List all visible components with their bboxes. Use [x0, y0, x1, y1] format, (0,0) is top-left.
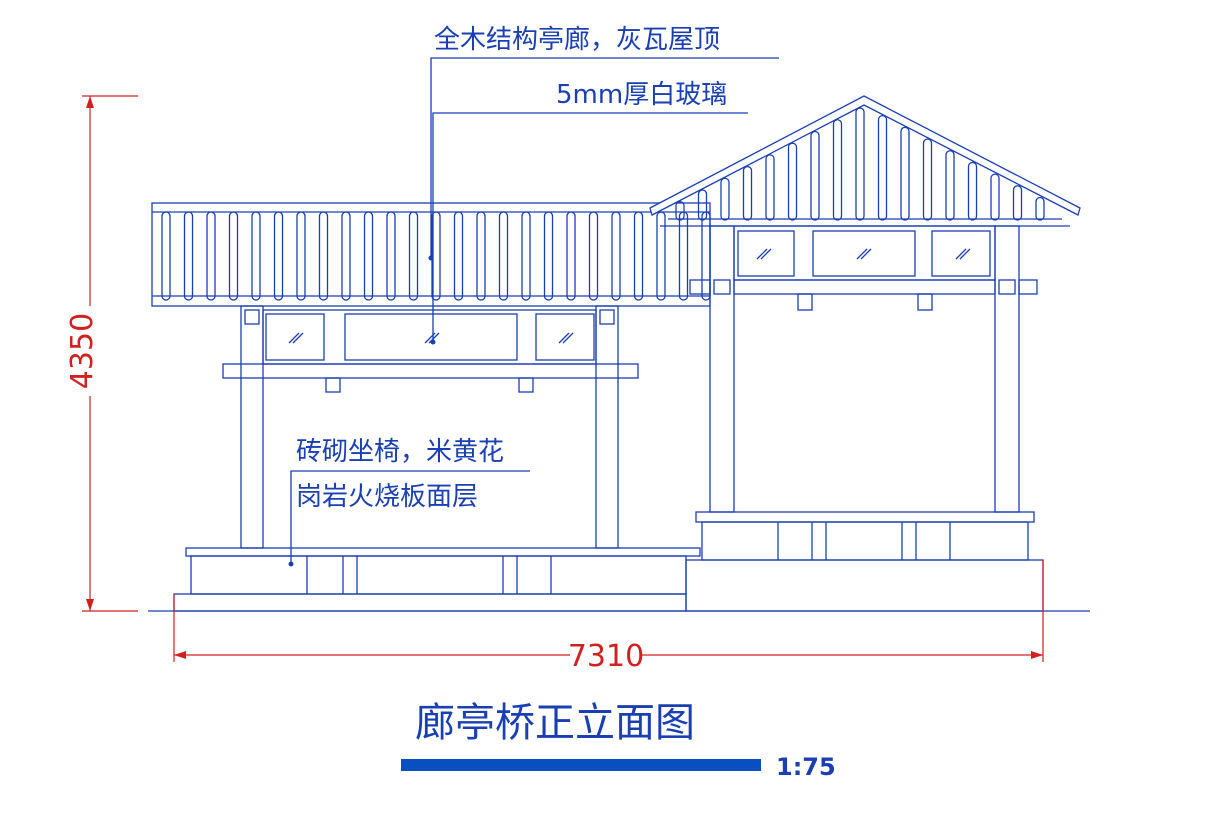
- note-roof-structure: 全木结构亭廊，灰瓦屋顶: [434, 25, 720, 55]
- corridor-glass-panels: [265, 313, 595, 361]
- roof-tile-rib: [742, 165, 753, 221]
- roof-tile-rib: [1035, 196, 1045, 221]
- note-seat-line2: 岗岩火烧板面层: [296, 482, 478, 512]
- roof-tile-rib: [273, 211, 284, 301]
- roof-tile-rib: [206, 211, 216, 301]
- roof-tile-rib: [1012, 185, 1023, 221]
- height-dimension-label: 4350: [65, 313, 100, 389]
- width-dimension-label: 7310: [568, 639, 644, 674]
- roof-tile-rib: [810, 130, 820, 221]
- roof-tile-rib: [566, 211, 576, 301]
- roof-tile-rib: [945, 150, 955, 221]
- corridor-roof: [151, 202, 711, 307]
- pavilion-frame: [689, 225, 1038, 513]
- roof-tile-rib: [183, 211, 194, 301]
- leader-dots: [288, 255, 436, 567]
- roof-tile-rib: [543, 211, 554, 301]
- roof-tile-rib: [296, 211, 306, 301]
- roof-tile-rib: [720, 177, 730, 221]
- roof-tile-rib: [476, 211, 486, 301]
- roof-tile-rib: [161, 211, 171, 301]
- roof-tile-rib: [787, 142, 798, 221]
- roof-tile-rib: [386, 211, 396, 301]
- corridor-seat-base: [173, 547, 701, 612]
- roof-tile-rib: [675, 201, 685, 221]
- title-underline-bar: [401, 759, 761, 771]
- pavilion-base: [685, 511, 1044, 612]
- roof-tile-rib: [656, 211, 666, 301]
- roof-tile-rib: [408, 211, 419, 301]
- roof-tile-rib: [363, 211, 374, 301]
- dimension-arrows: [86, 96, 1043, 659]
- roof-tile-rib: [588, 211, 599, 301]
- roof-tile-rib: [701, 211, 711, 301]
- roof-tile-rib: [251, 211, 261, 301]
- scale-label: 1:75: [776, 753, 836, 781]
- roof-tile-rib: [877, 114, 888, 221]
- roof-tile-rib: [318, 211, 329, 301]
- dimension-lines: [82, 95, 1044, 662]
- note-glass: 5mm厚白玻璃: [556, 80, 727, 110]
- roof-tile-rib: [832, 119, 843, 221]
- pavilion-glass-panels: [737, 230, 991, 277]
- roof-tile-rib: [228, 211, 239, 301]
- roof-tile-rib: [922, 138, 933, 221]
- pavilion-roof: [649, 95, 1081, 227]
- roof-tile-rib: [498, 211, 509, 301]
- drawing-title: 廊亭桥正立面图: [415, 700, 695, 746]
- roof-tile-rib: [765, 154, 775, 221]
- roof-tile-rib: [611, 211, 621, 301]
- roof-tile-rib: [453, 211, 464, 301]
- annotation-leaders: [290, 57, 779, 564]
- roof-tile-rib: [900, 126, 910, 221]
- roof-tile-rib: [521, 211, 531, 301]
- roof-tile-rib: [967, 161, 978, 221]
- roof-tile-rib: [855, 107, 865, 221]
- roof-tile-rib: [697, 189, 708, 221]
- roof-tile-rib: [341, 211, 351, 301]
- roof-tile-rib: [633, 211, 644, 301]
- roof-tile-rib: [990, 173, 1000, 221]
- roof-tile-rib: [678, 211, 689, 301]
- note-seat-line1: 砖砌坐椅，米黄花: [296, 437, 504, 467]
